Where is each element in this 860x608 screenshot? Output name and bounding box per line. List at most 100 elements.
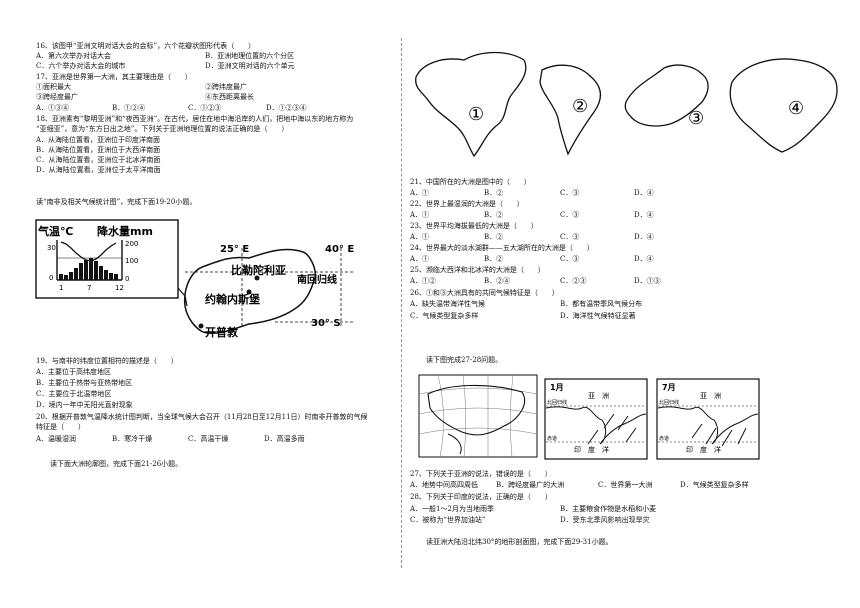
city-johannesburg: 约翰内斯堡 — [205, 292, 260, 306]
tropic-label: 南回归线 — [297, 273, 337, 286]
q28-option-c: C．被称为“世界加油站” — [410, 516, 486, 524]
q22-option-a: A．① — [410, 211, 430, 219]
q18-stem-line2: “亚细亚”，意为“东方日出之地”。下列关于亚洲地理位置的说法正确的是（ ） — [36, 125, 289, 133]
temp-tick: 0 — [49, 274, 53, 282]
precip-bar — [94, 261, 98, 280]
city-dot — [254, 275, 260, 281]
q20-option-b: B．寒冷干燥 — [112, 435, 153, 443]
precip-bar — [114, 274, 118, 280]
city-dot — [198, 323, 204, 329]
q16-option-d: D．亚洲文明对话的六个单元 — [205, 62, 295, 70]
precip-bar — [104, 270, 108, 280]
q23-option-a: A．① — [410, 233, 430, 241]
q17-stem: 17、亚洲是世界第一大洲，其主要理由是（ ） — [36, 73, 192, 81]
africa-outline — [447, 433, 462, 455]
longitude-25e-label: 25° E — [220, 244, 249, 255]
temperature-curve — [60, 241, 117, 262]
july-label: 7月 — [662, 383, 676, 392]
south-africa-outline — [183, 248, 317, 335]
intro-21-26: 读下面大洲轮廓图，完成下面21-26小题。 — [50, 460, 183, 468]
q19-option-c: C．主要位于北温带地区 — [36, 390, 112, 398]
q18-option-d: D．从海陆位置看，亚洲位于太平洋南面 — [36, 166, 161, 174]
climate-chart-frame — [35, 219, 179, 299]
month-tick: 7 — [87, 284, 91, 292]
q23-option-b: B．② — [484, 233, 504, 241]
tropic-label: 北回归线 — [659, 399, 679, 406]
q25-option-a: A．①② — [410, 277, 437, 285]
indian-ocean-label: 印 度 洋 — [686, 445, 721, 454]
q27-stem: 27、下列关于亚洲的说法，错误的是（ ） — [410, 470, 552, 478]
month-tick: 1 — [59, 284, 63, 292]
q21-option-c: C．③ — [560, 189, 580, 197]
q26-stem: 26、①和③大洲具有的共同气候特征是（ ） — [410, 289, 559, 297]
longitude-40e-label: 40° E — [325, 244, 354, 255]
q28-option-b: B．主要粮食作物是水稻和小麦 — [560, 505, 657, 513]
q26-option-c: C．气候类型复杂多样 — [410, 312, 479, 320]
q17-item-2: ②跨纬度最广 — [205, 83, 247, 91]
temperature-axis-label: 气温℃ — [37, 224, 73, 238]
asia-label: 亚 洲 — [588, 392, 609, 400]
continent-europe — [624, 64, 709, 127]
q22-stem: 22、世界上最湿润的大洲是（ ） — [410, 200, 524, 208]
q23-option-c: C．③ — [560, 233, 580, 241]
q17-option-a: A．①③④ — [36, 104, 70, 112]
q24-stem: 24、世界最大的淡水湖群——五大湖所在的大洲是（ ） — [410, 244, 594, 252]
q24-option-a: A．① — [410, 255, 430, 263]
precip-bars — [59, 258, 118, 280]
latitude-30s-label: 30° S — [311, 318, 341, 329]
q19-option-b: B．主要位于热带与亚热带地区 — [36, 379, 133, 387]
q17-item-4: ④东西距离最长 — [205, 93, 254, 101]
q27-option-d: D．气候类型复杂多样 — [680, 481, 749, 489]
q28-stem: 28、下列关于印度的说法，正确的是（ ） — [410, 493, 552, 501]
q24-option-c: C．③ — [560, 255, 580, 263]
wind-arrows — [587, 413, 637, 445]
city-cape-town: 开普敦 — [205, 325, 239, 339]
asia-grid-map — [418, 374, 538, 458]
precip-bar — [84, 260, 88, 280]
intro-27-28: 读下图完成27-28问题。 — [426, 356, 503, 364]
precip-bar — [74, 268, 78, 280]
q25-option-c: C．②③ — [560, 277, 587, 285]
q19-stem: 19、与南非的纬度位置相符的描述是（ ） — [36, 357, 178, 365]
q23-stem: 23、世界平均海拔最低的大洲是（ ） — [410, 222, 538, 230]
precip-tick: 0 — [125, 275, 129, 283]
precip-bar — [69, 272, 73, 280]
city-dot — [246, 289, 252, 295]
q16-option-c: C．六个举办对话大会的城市 — [36, 62, 126, 70]
continent-label-4: ④ — [788, 98, 804, 119]
q23-option-d: D．④ — [634, 233, 654, 241]
q27-option-b: B．跨经度最广的大洲 — [496, 481, 565, 489]
precip-bar — [59, 274, 63, 280]
q19-option-d: D．境内一年中无阳光直射现象 — [36, 401, 133, 409]
q17-item-1: ①面积最大 — [36, 83, 71, 91]
q17-option-c: C．①②③ — [188, 104, 222, 112]
q21-option-b: B．② — [484, 189, 504, 197]
q17-item-3: ③跨经度最广 — [36, 93, 78, 101]
q27-option-c: C．世界第一大洲 — [598, 481, 653, 489]
january-monsoon-map: 1月 亚 洲 北回归线 赤道 印 度 洋 — [544, 378, 648, 460]
q24-option-d: D．④ — [634, 255, 654, 263]
q20-stem-line2: 特征是（ ） — [36, 423, 85, 431]
q22-option-c: C．③ — [560, 211, 580, 219]
q20-option-c: C．高温干燥 — [188, 435, 229, 443]
q18-option-a: A．从海陆位置看，亚洲位于印度洋南面 — [36, 136, 161, 144]
city-pretoria: 比勒陀利亚 — [231, 263, 286, 277]
q26-option-a: A．缺失温带海洋性气候 — [410, 300, 486, 308]
q20-option-d: D．高温多雨 — [264, 435, 305, 443]
q27-option-a: A．地势中间高四周低 — [410, 481, 479, 489]
q26-option-d: D．海洋性气候特征显著 — [560, 312, 636, 320]
q25-option-b: B．②④ — [484, 277, 511, 285]
continent-label-2: ② — [572, 96, 588, 117]
q21-option-a: A．① — [410, 189, 430, 197]
equator-label: 赤道 — [659, 435, 669, 442]
q21-option-d: D．④ — [634, 189, 654, 197]
continent-north-america — [415, 51, 527, 158]
precip-bar — [79, 263, 83, 280]
q28-option-d: D．受东北季风影响出现旱灾 — [560, 516, 650, 524]
temp-tick: 30 — [47, 244, 56, 252]
tropic-label: 北回归线 — [547, 399, 567, 406]
q18-option-c: C．从海陆位置看，亚洲位于北冰洋南面 — [36, 156, 161, 164]
column-divider — [401, 38, 402, 568]
q26-option-b: B．都有温带季风气候分布 — [560, 300, 643, 308]
continent-asia — [729, 58, 838, 153]
